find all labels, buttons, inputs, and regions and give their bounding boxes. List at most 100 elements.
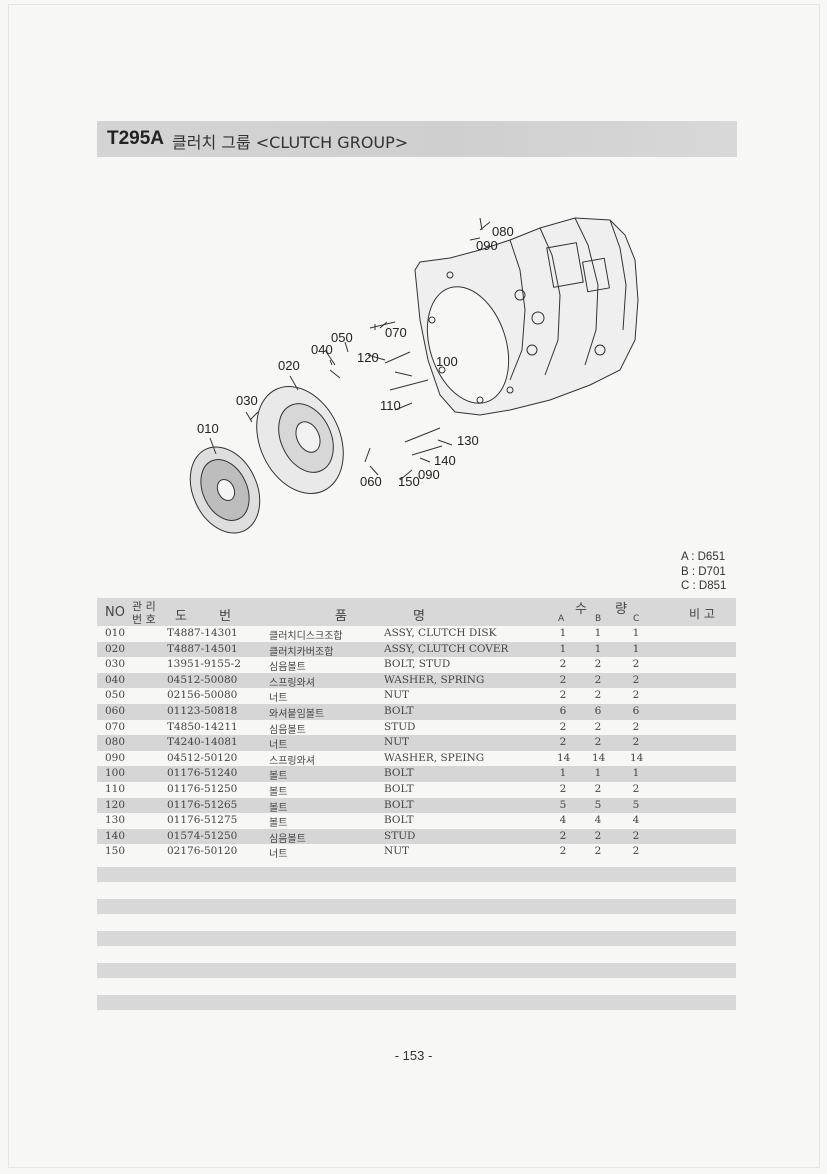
row-qty-c: 2 [632,720,640,733]
row-qty-c: 2 [632,782,640,795]
row-part-number: T4887-14301 [167,627,238,639]
title-bar: T295A 클러치 그룹 <CLUTCH GROUP> [97,121,737,157]
row-name-english: BOLT [384,704,414,717]
row-qty-c: 2 [632,845,640,858]
row-qty-a: 5 [559,798,567,811]
row-qty-b: 2 [594,673,602,686]
row-qty-b: 1 [594,642,602,655]
row-qty-a: 2 [559,845,567,858]
row-name-korean: 너트 [269,740,288,752]
row-part-number: 01176-51275 [167,814,238,827]
row-qty-c: 1 [632,627,640,639]
row-qty-a: 6 [559,704,567,717]
callout-070: 070 [385,325,407,340]
row-name-korean: 클러치디스크조합 [269,631,343,642]
page-title: 클러치 그룹 <CLUTCH GROUP> [172,133,409,152]
callout-020: 020 [278,358,300,373]
row-qty-a: 2 [559,782,567,795]
row-name-english: ASSY, CLUTCH COVER [384,642,509,655]
row-name-english: BOLT [384,767,414,780]
row-name-korean: 스프링와셔 [269,755,315,767]
blank-row [97,931,736,946]
row-name-english: WASHER, SPEING [384,751,485,764]
row-qty-b: 2 [594,720,602,733]
blank-row [97,995,736,1010]
row-no: 030 [105,658,126,671]
row-part-number: 01176-51240 [167,767,238,780]
row-qty-b: 2 [594,689,602,702]
row-qty-c: 6 [632,704,640,717]
blank-row [97,963,736,978]
callout-040: 040 [311,342,333,357]
row-qty-a: 2 [559,689,567,702]
row-name-english: STUD [384,829,416,842]
row-name-english: BOLT [384,798,414,811]
row-no: 060 [105,704,126,717]
row-name-korean: 심음볼트 [269,662,306,674]
row-no: 070 [105,720,126,733]
row-name-korean: 볼트 [269,818,288,830]
header-a: A [558,614,565,624]
row-no: 080 [105,736,126,749]
model-legend: A : D651 B : D701 C : D851 [681,550,741,594]
row-no: 090 [105,751,126,764]
row-name-korean: 볼트 [269,786,288,798]
row-name-korean: 심음볼트 [269,724,306,736]
row-qty-c: 4 [632,814,640,827]
callout-090-bottom: 090 [418,467,440,482]
row-qty-c: 1 [632,767,640,780]
callout-030: 030 [236,393,258,408]
row-no: 010 [105,627,126,639]
row-name-english: NUT [384,736,410,749]
row-no: 020 [105,642,126,655]
callout-110: 110 [380,398,401,413]
callout-100: 100 [436,354,458,369]
row-qty-a: 2 [559,829,567,842]
row-part-number: 01176-51265 [167,798,238,811]
callout-090-top: 090 [476,238,498,253]
row-qty-c: 1 [632,642,640,655]
row-name-korean: 너트 [269,849,288,861]
row-qty-c: 2 [632,736,640,749]
row-part-number: T4240-14081 [167,736,238,749]
table-row: 080 T4240-14081 너트 NUT 2 2 2 [97,735,736,751]
row-part-number: 02156-50080 [167,689,238,702]
row-qty-a: 14 [557,751,571,764]
row-qty-c: 5 [632,798,640,811]
row-part-number: T4887-14501 [167,642,238,655]
header-name-right: 명 [413,609,425,624]
header-remarks: 비 고 [689,607,715,621]
row-qty-a: 1 [559,627,567,639]
row-name-english: NUT [384,845,410,858]
row-qty-b: 14 [592,751,606,764]
callout-130: 130 [457,433,479,448]
row-name-korean: 볼트 [269,771,288,783]
model-c: C : D851 [681,580,727,592]
exploded-parts-diagram: 080 090 050 070 040 020 120 100 030 110 … [189,217,639,534]
row-name-english: BOLT [384,782,414,795]
header-mgmt-top: 관 리 [132,600,156,613]
row-qty-a: 1 [559,642,567,655]
callout-150: 150 [398,474,420,489]
row-qty-a: 2 [559,720,567,733]
callout-140: 140 [434,453,456,468]
header-drawing: 도 번 [175,609,232,624]
row-qty-b: 2 [594,782,602,795]
row-part-number: 01123-50818 [167,704,238,717]
row-part-number: 01574-51250 [167,829,238,842]
row-qty-a: 2 [559,736,567,749]
row-name-korean: 와셔붙임볼트 [269,708,325,720]
header-c: C [633,614,640,624]
row-part-number: 04512-50120 [167,751,238,764]
callout-010: 010 [197,421,219,436]
row-qty-b: 2 [594,736,602,749]
row-qty-b: 2 [594,845,602,858]
